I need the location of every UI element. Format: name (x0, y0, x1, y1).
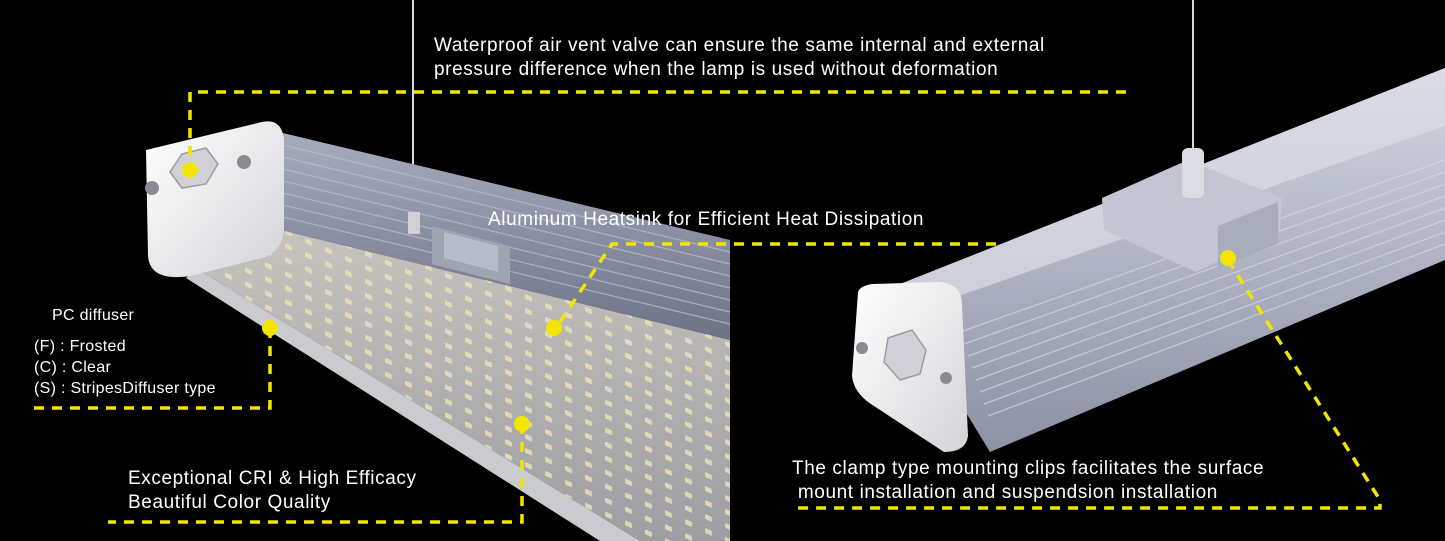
air-vent-callout: Waterproof air vent valve can ensure the… (434, 34, 1045, 82)
right-lamp (852, 68, 1445, 452)
callout-dots (182, 162, 1236, 432)
diffuser-option-frosted: (F) : Frosted (34, 338, 126, 355)
cri-line-1: Exceptional CRI & High Efficacy (128, 468, 417, 489)
callout-lines (32, 90, 1382, 524)
heatsink-callout: Aluminum Heatsink for Efficient Heat Dis… (488, 209, 925, 230)
diffuser-option-stripes: (S) : StripesDiffuser type (34, 380, 216, 397)
air-vent-line-2: pressure difference when the lamp is use… (434, 59, 999, 80)
diffuser-title: PC diffuser (52, 307, 135, 324)
air-vent-line-1: Waterproof air vent valve can ensure the… (434, 35, 1045, 56)
clamp-callout: The clamp type mounting clips facilitate… (792, 457, 1264, 505)
clamp-line-2: mount installation and suspendsion insta… (792, 482, 1218, 503)
diffuser-option-clear: (C) : Clear (34, 359, 112, 376)
cri-callout: Exceptional CRI & High Efficacy Beautifu… (128, 467, 417, 515)
left-lamp (145, 121, 731, 541)
cri-line-2: Beautiful Color Quality (128, 492, 331, 513)
clamp-line-1: The clamp type mounting clips facilitate… (792, 458, 1265, 479)
